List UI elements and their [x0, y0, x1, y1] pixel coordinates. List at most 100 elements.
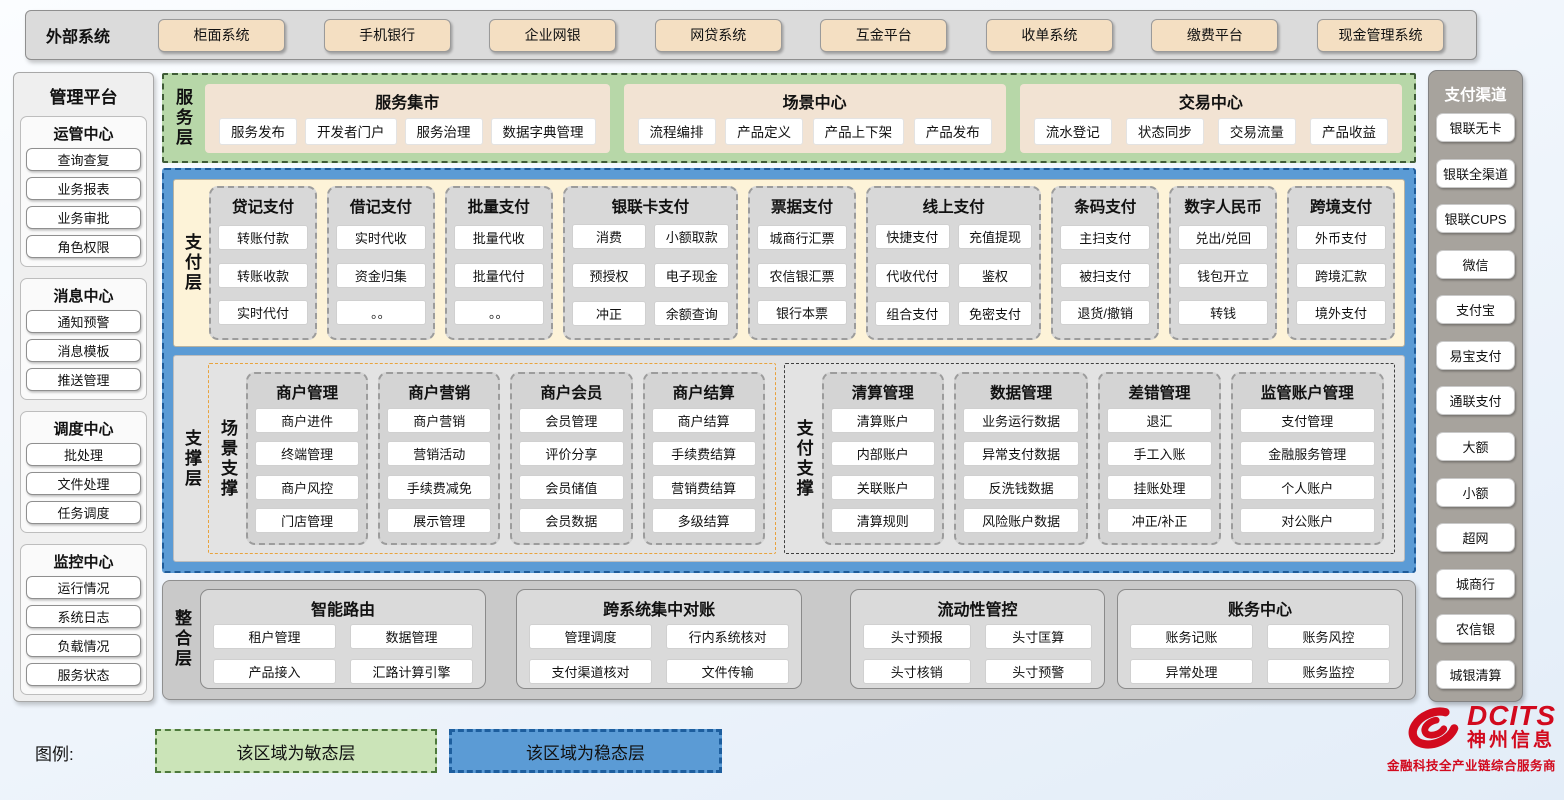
channel-box: 易宝支付 — [1436, 340, 1515, 370]
management-group-items: 批处理文件处理任务调度 — [26, 443, 141, 524]
payment-columns: 贷记支付 转账付款转账收款实时代付 借记支付 实时代收资金归集。。 批量支付 — [209, 186, 1395, 340]
support-group-title: 清算管理 — [851, 385, 914, 402]
payment-group-title: 数字人民币 — [1184, 199, 1262, 216]
integration-group-title: 账务中心 — [1227, 602, 1292, 619]
module-box: 文件处理 — [26, 472, 141, 495]
integration-group: 跨系统集中对账 管理调度行内系统核对支付渠道核对文件传输 — [516, 589, 803, 689]
module-box: 批处理 — [26, 443, 141, 466]
module-box: 角色权限 — [26, 235, 141, 258]
support-group-items: 清算账户内部账户关联账户清算规则 — [830, 405, 935, 536]
module-box: 转钱 — [1178, 299, 1269, 325]
payment-group-items: 实时代收资金归集。。 — [335, 219, 426, 331]
module-box: 小额取款 — [654, 224, 730, 250]
payment-group: 条码支付 主扫支付被扫支付退货/撤销 — [1051, 186, 1160, 340]
service-group: 场景中心 流程编排产品定义产品上下架产品发布 — [623, 83, 1006, 153]
channel-box: 通联支付 — [1436, 386, 1515, 416]
scene-support-box: 场景支撑 商户管理 商户进件终端管理商户风控门店管理 商户营销 商户营销营销 — [208, 363, 776, 554]
legend-label: 图例: — [35, 745, 74, 764]
module-box: 商户进件 — [255, 407, 360, 433]
integration-group: 智能路由 租户管理数据管理产品接入汇路计算引擎 — [200, 589, 487, 689]
module-box: 门店管理 — [255, 508, 360, 534]
payment-group-items: 消费小额取款预授权电子现金冲正余额查询 — [571, 219, 730, 331]
payment-group-title: 跨境支付 — [1310, 199, 1373, 216]
support-group-items: 商户结算手续费结算营销费结算多级结算 — [651, 405, 756, 536]
module-box: 业务报表 — [26, 177, 141, 200]
support-group-items: 退汇手工入账挂账处理冲正/补正 — [1107, 405, 1212, 536]
module-box: 清算账户 — [830, 407, 935, 433]
integration-group: 流动性管控 头寸预报头寸匡算头寸核销头寸预警 — [850, 589, 1105, 689]
service-layer: 服务层 服务集市 服务发布开发者门户服务治理数据字典管理 场景中心 流程编排产品… — [162, 73, 1416, 163]
module-box: 产品收益 — [1309, 117, 1388, 145]
support-layer-label: 支撑层 — [182, 428, 201, 489]
module-box: 头寸核销 — [863, 659, 971, 684]
module-box: 代收代付 — [874, 262, 950, 288]
support-group-title: 商户会员 — [540, 385, 603, 402]
management-group-title: 调度中心 — [53, 421, 114, 438]
module-box: 余额查询 — [654, 300, 730, 326]
integration-group-items: 管理调度行内系统核对支付渠道核对文件传输 — [529, 624, 790, 684]
payment-group: 批量支付 批量代收批量代付。。 — [444, 186, 553, 340]
payment-layer: 支付层 贷记支付 转账付款转账收款实时代付 借记支付 实时代收资金归集。。 批 — [173, 179, 1405, 347]
channel-box: 银联全渠道 — [1436, 158, 1515, 188]
management-group: 消息中心 通知预警消息模板推送管理 — [20, 278, 147, 400]
module-box: 支付渠道核对 — [529, 659, 653, 684]
module-box: 服务治理 — [404, 117, 483, 145]
module-box: 冲正/补正 — [1107, 508, 1212, 534]
support-group: 商户管理 商户进件终端管理商户风控门店管理 — [246, 372, 369, 545]
module-box: 终端管理 — [255, 441, 360, 467]
external-system-box: 网贷系统 — [654, 18, 782, 52]
module-box: 评价分享 — [519, 441, 624, 467]
module-box: 退汇 — [1107, 407, 1212, 433]
management-group-items: 运行情况系统日志负载情况服务状态 — [26, 576, 141, 686]
module-box: 服务状态 — [26, 663, 141, 686]
module-box: 开发者门户 — [305, 117, 397, 145]
module-box: 内部账户 — [830, 441, 935, 467]
support-group: 数据管理 业务运行数据异常支付数据反洗钱数据风险账户数据 — [953, 372, 1089, 545]
scene-support-columns: 商户管理 商户进件终端管理商户风控门店管理 商户营销 商户营销营销活动手续费减免… — [246, 372, 765, 545]
external-system-box: 柜面系统 — [158, 18, 286, 52]
module-box: 营销活动 — [387, 441, 492, 467]
dcits-logo-text: DCITS 神州信息 — [1467, 701, 1556, 750]
module-box: 负载情况 — [26, 634, 141, 657]
module-box: 业务审批 — [26, 206, 141, 229]
legend-agile-swatch: 该区域为敏态层 — [155, 729, 437, 773]
dcits-company: 神州信息 — [1467, 729, 1556, 751]
payment-group-items: 批量代收批量代付。。 — [453, 219, 544, 331]
module-box: 多级结算 — [651, 508, 756, 534]
legend-stable-swatch: 该区域为稳态层 — [449, 729, 722, 773]
module-box: 对公账户 — [1239, 508, 1375, 534]
management-group-title: 监控中心 — [53, 554, 114, 571]
module-box: 电子现金 — [654, 262, 730, 288]
module-box: 行内系统核对 — [666, 624, 790, 649]
module-box: 支付管理 — [1239, 407, 1375, 433]
dcits-tagline: 金融科技全产业链综合服务商 — [1386, 759, 1556, 773]
module-box: 商户营销 — [387, 407, 492, 433]
module-box: 充值提现 — [957, 224, 1033, 250]
channel-box: 城商行 — [1436, 568, 1515, 598]
support-group: 清算管理 清算账户内部账户关联账户清算规则 — [821, 372, 944, 545]
module-box: 账务风控 — [1266, 624, 1390, 649]
module-box: 账务监控 — [1266, 659, 1390, 684]
module-box: 组合支付 — [874, 300, 950, 326]
support-group-items: 商户营销营销活动手续费减免展示管理 — [387, 405, 492, 536]
module-box: 清算规则 — [830, 508, 935, 534]
integration-group-items: 租户管理数据管理产品接入汇路计算引擎 — [213, 624, 474, 684]
support-group-title: 商户管理 — [276, 385, 339, 402]
module-box: 外币支付 — [1296, 225, 1386, 251]
module-box: 状态同步 — [1125, 117, 1204, 145]
payment-group-items: 快捷支付充值提现代收代付鉴权组合支付免密支付 — [874, 219, 1033, 331]
channel-box: 超网 — [1436, 523, 1515, 553]
module-box: 兑出/兑回 — [1178, 225, 1269, 251]
support-group-items: 业务运行数据异常支付数据反洗钱数据风险账户数据 — [962, 405, 1080, 536]
external-systems-label: 外部系统 — [46, 29, 111, 46]
module-box: 批量代收 — [453, 225, 544, 251]
module-box: 数据管理 — [350, 624, 474, 649]
module-box: 境外支付 — [1296, 299, 1386, 325]
integration-groups: 智能路由 租户管理数据管理产品接入汇路计算引擎 跨系统集中对账 管理调度行内系统… — [200, 589, 1403, 689]
payment-layer-label: 支付层 — [182, 233, 201, 293]
service-group-title: 服务集市 — [375, 94, 440, 112]
module-box: 退货/撤销 — [1060, 299, 1151, 325]
module-box: 头寸预警 — [984, 659, 1092, 684]
module-box: 产品上下架 — [812, 117, 905, 145]
